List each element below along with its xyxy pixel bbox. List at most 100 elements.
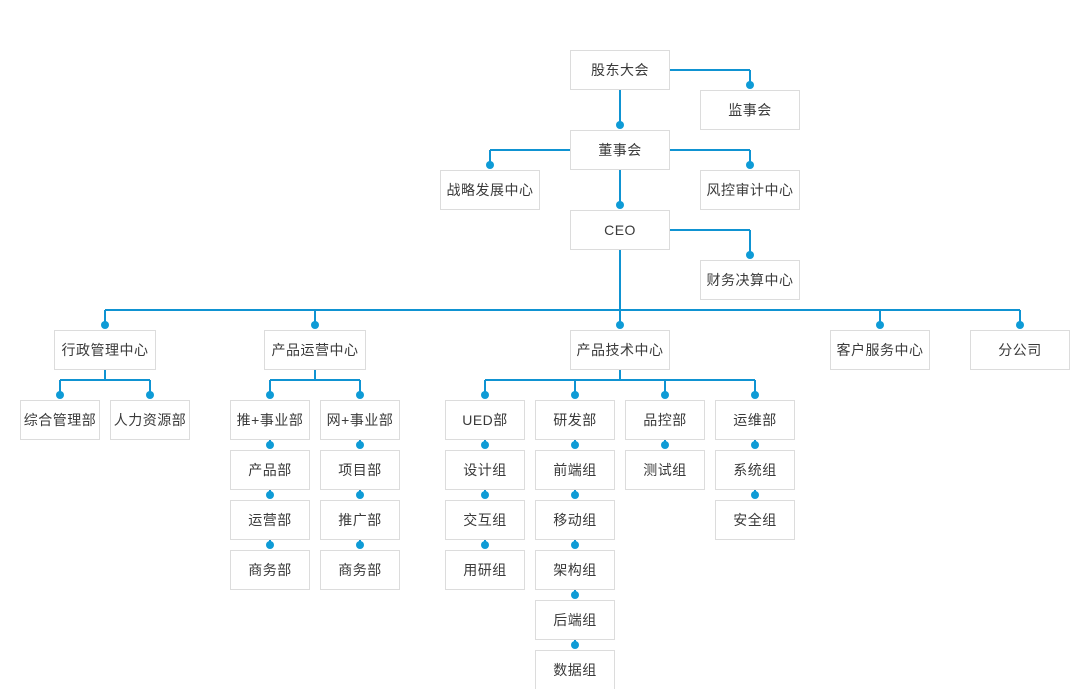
connector-dot: [101, 321, 109, 329]
connector-dot: [1016, 321, 1024, 329]
org-node-label: 商务部: [338, 562, 382, 578]
org-node-product-tech-center[interactable]: 产品技术中心: [570, 330, 670, 370]
connector-dot: [661, 441, 669, 449]
org-node-human-resources[interactable]: 人力资源部: [110, 400, 190, 440]
org-node-label: 客户服务中心: [836, 342, 924, 358]
org-node-business-dept-2[interactable]: 商务部: [320, 550, 400, 590]
org-node-label: 分公司: [998, 342, 1042, 358]
org-node-test-group[interactable]: 测试组: [625, 450, 705, 490]
connector-dot: [571, 541, 579, 549]
org-node-user-research-group[interactable]: 用研组: [445, 550, 525, 590]
org-node-label: 系统组: [733, 462, 777, 478]
org-node-qa-dept[interactable]: 品控部: [625, 400, 705, 440]
org-node-label: 财务决算中心: [706, 272, 794, 288]
org-node-label: 战略发展中心: [446, 182, 534, 198]
org-node-admin-center[interactable]: 行政管理中心: [54, 330, 156, 370]
connector-dot: [56, 391, 64, 399]
org-node-rnd-dept[interactable]: 研发部: [535, 400, 615, 440]
org-node-operations-dept[interactable]: 运营部: [230, 500, 310, 540]
connector-dot: [571, 391, 579, 399]
org-node-system-group[interactable]: 系统组: [715, 450, 795, 490]
org-node-label: 测试组: [643, 462, 687, 478]
connector-dot: [481, 391, 489, 399]
org-node-label: 移动组: [553, 512, 597, 528]
connector-dot: [356, 541, 364, 549]
org-node-data-group[interactable]: 数据组: [535, 650, 615, 689]
org-node-label: 综合管理部: [23, 412, 97, 428]
org-node-risk-audit-center[interactable]: 风控审计中心: [700, 170, 800, 210]
connector-dot: [311, 321, 319, 329]
connector-dot: [661, 391, 669, 399]
org-node-tui-plus-bu[interactable]: 推+事业部: [230, 400, 310, 440]
org-node-label: 产品技术中心: [576, 342, 664, 358]
connector-dot: [876, 321, 884, 329]
org-node-promotion-dept[interactable]: 推广部: [320, 500, 400, 540]
org-node-architecture-group[interactable]: 架构组: [535, 550, 615, 590]
org-node-product-ops-center[interactable]: 产品运营中心: [264, 330, 366, 370]
org-node-label: 前端组: [553, 462, 597, 478]
connector-dot: [481, 441, 489, 449]
org-node-label: 人力资源部: [113, 412, 187, 428]
connector-dot: [571, 491, 579, 499]
org-node-label: 设计组: [463, 462, 507, 478]
org-node-label: 运营部: [248, 512, 292, 528]
org-node-board[interactable]: 董事会: [570, 130, 670, 170]
org-node-project-dept[interactable]: 项目部: [320, 450, 400, 490]
connector-dot: [746, 81, 754, 89]
org-node-label: 研发部: [553, 412, 597, 428]
org-node-finance-center[interactable]: 财务决算中心: [700, 260, 800, 300]
org-node-strategy-center[interactable]: 战略发展中心: [440, 170, 540, 210]
org-node-label: 推广部: [338, 512, 382, 528]
org-node-label: 风控审计中心: [706, 182, 794, 198]
org-node-label: 项目部: [338, 462, 382, 478]
org-node-product-dept[interactable]: 产品部: [230, 450, 310, 490]
org-node-label: 架构组: [553, 562, 597, 578]
org-node-mobile-group[interactable]: 移动组: [535, 500, 615, 540]
connector-dot: [746, 251, 754, 259]
connector-dot: [751, 391, 759, 399]
connector-dot: [356, 441, 364, 449]
org-node-customer-service[interactable]: 客户服务中心: [830, 330, 930, 370]
org-node-general-admin[interactable]: 综合管理部: [20, 400, 100, 440]
connector-dot: [266, 391, 274, 399]
connector-dot: [571, 591, 579, 599]
connector-dot: [486, 161, 494, 169]
connector-dot: [146, 391, 154, 399]
connector-dot: [266, 541, 274, 549]
org-node-shareholders[interactable]: 股东大会: [570, 50, 670, 90]
org-node-label: 后端组: [553, 612, 597, 628]
org-node-frontend-group[interactable]: 前端组: [535, 450, 615, 490]
connector-dot: [616, 201, 624, 209]
org-node-label: 董事会: [598, 142, 642, 158]
org-node-backend-group[interactable]: 后端组: [535, 600, 615, 640]
org-node-business-dept-1[interactable]: 商务部: [230, 550, 310, 590]
org-node-label: 推+事业部: [236, 412, 304, 428]
org-node-ops-maintenance[interactable]: 运维部: [715, 400, 795, 440]
org-node-label: 产品运营中心: [271, 342, 359, 358]
org-node-supervisors[interactable]: 监事会: [700, 90, 800, 130]
org-node-label: 交互组: [463, 512, 507, 528]
org-node-label: 股东大会: [591, 62, 649, 78]
connector-dot: [481, 491, 489, 499]
connector-dot: [751, 491, 759, 499]
org-node-label: 网+事业部: [326, 412, 394, 428]
org-node-label: 监事会: [728, 102, 772, 118]
connector-dot: [356, 491, 364, 499]
org-node-ceo[interactable]: CEO: [570, 210, 670, 250]
org-node-label: 安全组: [733, 512, 777, 528]
connector-dot: [616, 121, 624, 129]
connector-dot: [481, 541, 489, 549]
org-node-label: UED部: [462, 412, 508, 428]
connector-dot: [571, 641, 579, 649]
org-node-interaction-group[interactable]: 交互组: [445, 500, 525, 540]
org-node-label: 商务部: [248, 562, 292, 578]
org-node-ued-dept[interactable]: UED部: [445, 400, 525, 440]
org-node-design-group[interactable]: 设计组: [445, 450, 525, 490]
org-node-label: 数据组: [553, 662, 597, 678]
org-node-branch-company[interactable]: 分公司: [970, 330, 1070, 370]
org-node-label: 行政管理中心: [61, 342, 149, 358]
connector-dot: [751, 441, 759, 449]
org-node-security-group[interactable]: 安全组: [715, 500, 795, 540]
org-node-wang-plus-bu[interactable]: 网+事业部: [320, 400, 400, 440]
